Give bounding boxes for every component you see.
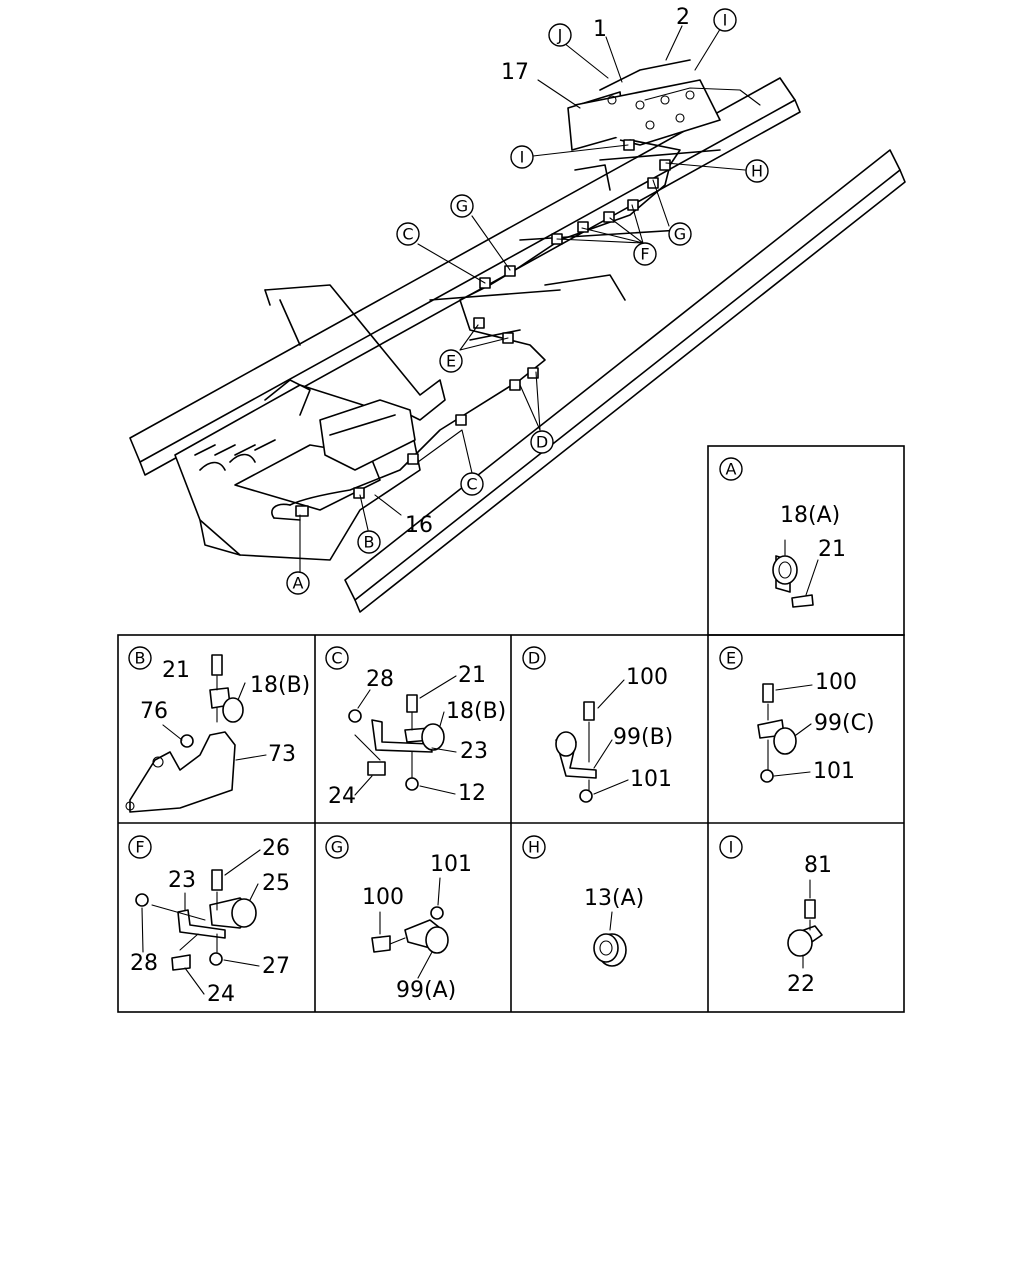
callout-d-letter: D [536,433,548,452]
detail-i: I 81 22 [719,835,832,997]
detail-f-part-28: 28 [130,951,158,976]
detail-c-part-24: 24 [328,784,356,809]
callout-b: B [357,530,381,554]
detail-a-letter: A [726,460,737,479]
detail-d-part-100: 100 [626,665,668,690]
callout-j: J [548,23,572,47]
callout-a-letter: A [293,574,304,593]
detail-a: A 18(A) 21 [719,457,846,608]
detail-g-part-99a: 99(A) [396,978,456,1003]
detail-grid [117,445,905,1013]
detail-i-part-81: 81 [804,853,832,878]
detail-f-part-24: 24 [207,982,235,1007]
detail-h-letter: H [528,838,540,857]
callout-i-letter: I [723,11,728,30]
detail-f-letter: F [135,838,144,857]
detail-g-part-100: 100 [362,885,404,910]
callout-d: D [530,430,554,454]
callout-g-letter: G [674,225,686,244]
detail-e-part-99c: 99(C) [814,711,875,736]
detail-d-part-101: 101 [630,767,672,792]
callout-h-letter: H [751,162,763,181]
detail-d-letter: D [528,649,540,668]
detail-i-part-22: 22 [787,972,815,997]
callout-c-letter: C [466,475,477,494]
callout-i-mid: I [510,145,534,169]
part-number-1: 1 [593,17,607,42]
detail-d-part-99b: 99(B) [613,725,673,750]
detail-c-letter: C [331,649,342,668]
detail-h: H 13(A) [522,835,644,967]
detail-c: C 28 21 18(B) 23 24 12 [325,646,506,809]
callout-b-letter: B [364,533,375,552]
callout-e-letter: E [446,352,456,371]
detail-g-part-101: 101 [430,852,472,877]
main-part-numbers: 1 2 17 16 [405,5,690,538]
detail-a-part-18a: 18(A) [780,503,840,528]
callout-g-left: G [450,194,474,218]
callout-c-top: C [396,222,420,246]
detail-e: E 100 99(C) 101 [719,646,875,784]
callout-c-letter: C [402,225,413,244]
callout-i-letter: I [520,148,525,167]
main-callouts: J I I H G G C F E D C B A [286,8,769,595]
detail-b-part-21: 21 [162,658,190,683]
callout-f: F [633,242,657,266]
part-number-17: 17 [501,60,529,85]
callout-c-bottom: C [460,472,484,496]
detail-b-letter: B [135,649,146,668]
detail-i-letter: I [729,838,734,857]
part-number-16: 16 [405,513,433,538]
detail-c-part-18b: 18(B) [446,699,506,724]
detail-f-part-25: 25 [262,871,290,896]
detail-g: G 101 100 99(A) [325,835,472,1003]
detail-h-part-13a: 13(A) [584,886,644,911]
detail-f-part-27: 27 [262,954,290,979]
detail-c-part-28: 28 [366,667,394,692]
callout-j-letter: J [557,26,563,45]
detail-d: D 100 99(B) 101 [522,646,673,803]
detail-e-part-101: 101 [813,759,855,784]
callout-a: A [286,571,310,595]
callout-h: H [745,159,769,183]
detail-e-part-100: 100 [815,670,857,695]
callout-i-top: I [713,8,737,32]
detail-f-part-26: 26 [262,836,290,861]
callout-g-right: G [668,222,692,246]
detail-g-letter: G [331,838,343,857]
detail-c-part-12: 12 [458,781,486,806]
detail-c-part-23: 23 [460,739,488,764]
callout-f-letter: F [640,245,649,264]
detail-b-part-18b: 18(B) [250,673,310,698]
detail-b: B 21 18(B) 76 73 [125,646,310,813]
detail-f-part-23: 23 [168,868,196,893]
main-leader-lines [299,25,746,573]
detail-f: F 26 23 25 28 27 24 [128,835,290,1007]
detail-e-letter: E [726,649,736,668]
callout-g-letter: G [456,197,468,216]
part-number-2: 2 [676,5,690,30]
detail-b-part-73: 73 [268,742,296,767]
detail-b-part-76: 76 [140,699,168,724]
chassis-illustration [129,59,906,613]
callout-e: E [439,349,463,373]
detail-a-part-21: 21 [818,537,846,562]
detail-c-part-21: 21 [458,663,486,688]
